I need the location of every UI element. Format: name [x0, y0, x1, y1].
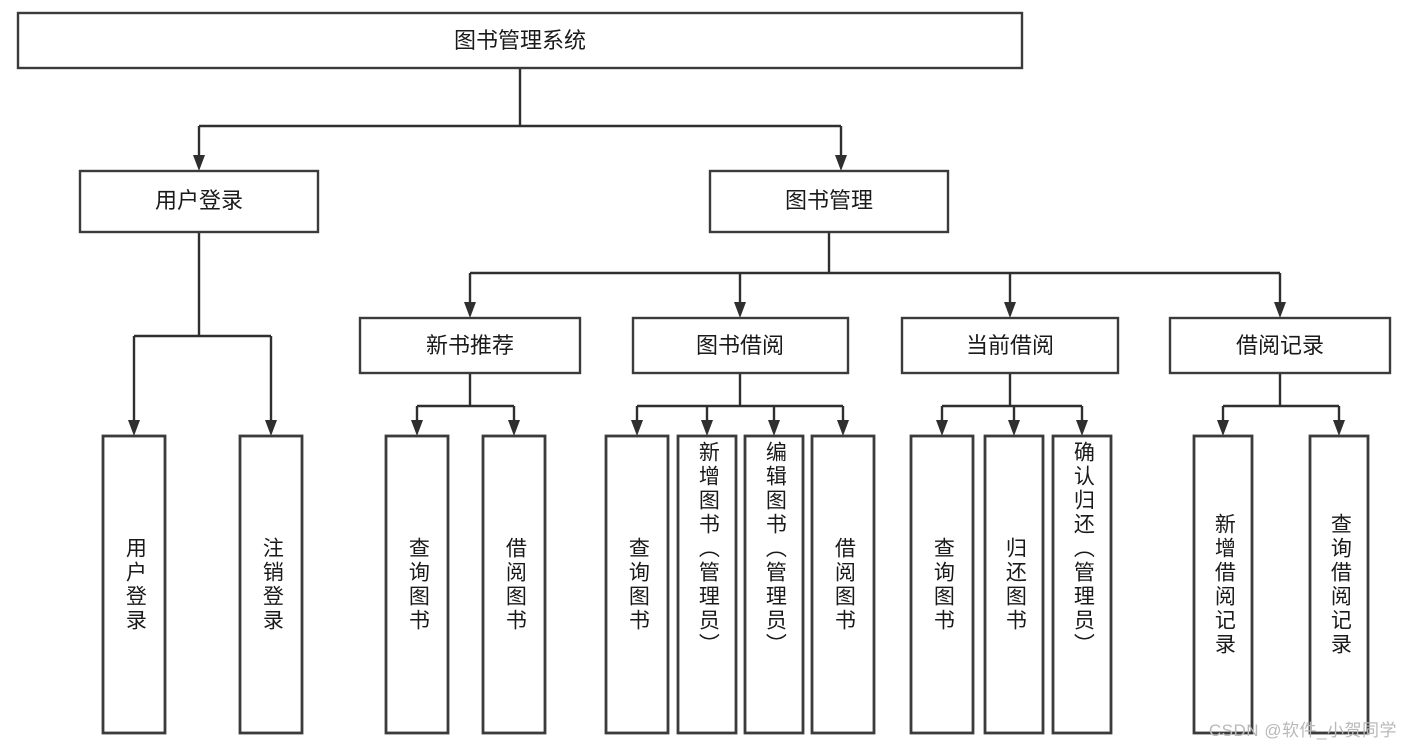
- leaf-node-query-book-recommend[interactable]: [384, 434, 450, 735]
- leaf-node-query-borrow-record[interactable]: [1308, 434, 1370, 735]
- node-book-borrow[interactable]: 图书借阅: [631, 316, 850, 375]
- leaf-node-logout[interactable]: [238, 434, 304, 735]
- connector-book-management-to-level3: [464, 232, 1286, 318]
- leaf-node-add-book-admin[interactable]: [676, 434, 738, 735]
- node-book-management-label: 图书管理: [785, 188, 873, 213]
- watermark-text: CSDN @软件_小贺同学: [1208, 721, 1397, 740]
- leaf-node-query-book-borrow[interactable]: [604, 434, 670, 735]
- leaf-node-borrow-book-borrow[interactable]: [810, 434, 876, 735]
- node-new-book-recommend[interactable]: 新书推荐: [358, 316, 582, 375]
- node-current-borrow[interactable]: 当前借阅: [900, 316, 1120, 375]
- leaf-node-add-borrow-record[interactable]: [1192, 434, 1254, 735]
- connector-book-borrow-to-leaves: [631, 373, 849, 436]
- node-current-borrow-label: 当前借阅: [966, 333, 1054, 358]
- node-book-management[interactable]: 图书管理: [708, 169, 950, 234]
- node-root[interactable]: 图书管理系统: [16, 11, 1024, 70]
- node-user-login-label: 用户登录: [155, 188, 243, 213]
- node-borrow-records-label: 借阅记录: [1236, 333, 1324, 358]
- leaf-node-edit-book-admin[interactable]: [743, 434, 805, 735]
- leaf-node-borrow-book-recommend[interactable]: [481, 434, 547, 735]
- leaf-node-user-login[interactable]: [101, 434, 167, 735]
- connector-borrow-records-to-leaves: [1217, 373, 1345, 436]
- node-book-borrow-label: 图书借阅: [696, 333, 784, 358]
- node-user-login[interactable]: 用户登录: [78, 169, 320, 234]
- node-new-book-recommend-label: 新书推荐: [426, 333, 514, 358]
- node-root-label: 图书管理系统: [454, 28, 586, 53]
- leaf-node-return-book[interactable]: [983, 434, 1045, 735]
- leaf-node-query-book-current[interactable]: [909, 434, 975, 735]
- connector-user-login-to-leaves: [128, 232, 277, 436]
- leaf-node-confirm-return-admin[interactable]: [1051, 434, 1113, 735]
- connector-root-to-level2: [193, 68, 847, 171]
- connector-new-book-recommend-to-leaves: [411, 373, 520, 436]
- node-borrow-records[interactable]: 借阅记录: [1168, 316, 1392, 375]
- connector-current-borrow-to-leaves: [936, 373, 1088, 436]
